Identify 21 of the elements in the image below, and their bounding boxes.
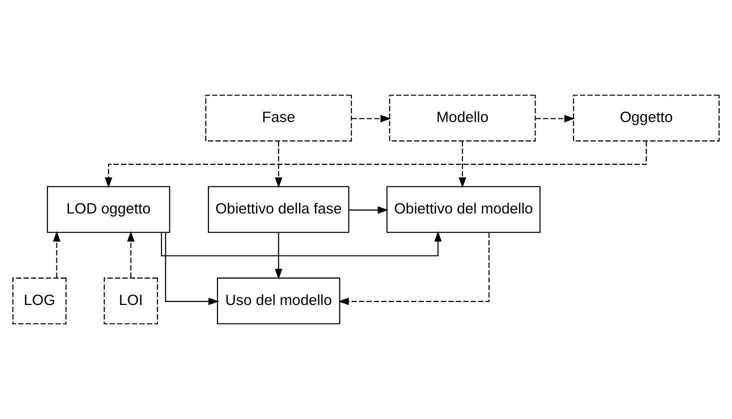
arrow [127, 230, 135, 278]
arrow [458, 141, 466, 188]
arrow [352, 114, 392, 122]
node-box: LOG [12, 278, 67, 324]
node-box: Fase [205, 94, 352, 142]
node-box: Modello [389, 94, 536, 142]
arrow [53, 230, 60, 278]
arrow [104, 141, 647, 188]
node-box: LOI [104, 278, 158, 324]
arrow [165, 232, 220, 306]
node-box: LOD oggetto [46, 186, 170, 233]
node-box: Obiettivo del modello [386, 186, 541, 233]
arrow [274, 141, 282, 188]
arrow [274, 232, 282, 280]
arrow [338, 232, 490, 306]
node-box: Obiettivo della fase [208, 186, 350, 233]
node-box: Uso del modello [216, 278, 340, 324]
node-box: Oggetto [572, 94, 720, 142]
arrow [349, 206, 388, 214]
arrow [160, 231, 442, 256]
arrow [536, 114, 575, 122]
